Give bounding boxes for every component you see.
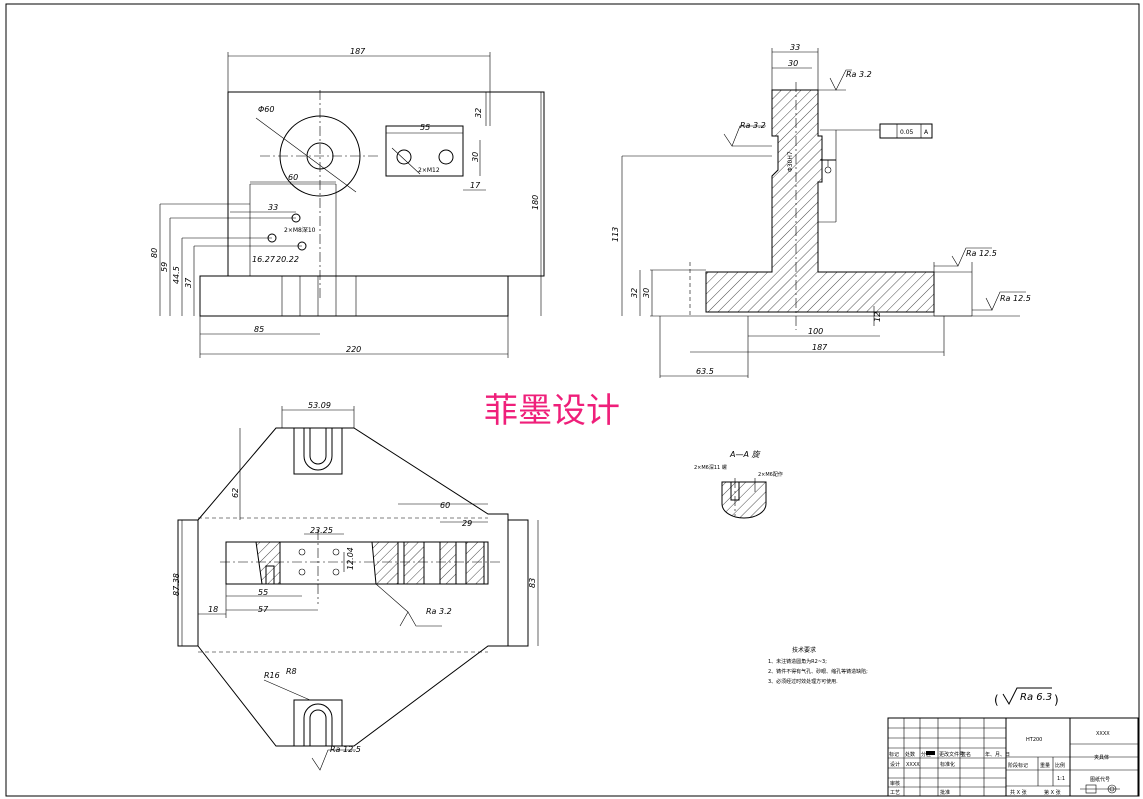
dim-side-0: 33 [790,43,800,52]
dim-plan-1: 62 [231,488,240,498]
dim-front-3: 30 [471,152,480,162]
tb-row-label-0: 标记 [889,751,899,758]
tb-approve-label: 批准 [940,789,950,796]
dim-side-1: 30 [788,59,798,68]
dim-front-6: 60 [288,173,298,182]
projection-symbol-icon [1080,784,1120,794]
sheet-border [5,3,1140,797]
section-note-1: 2×M6深11 螺 [694,464,727,471]
tech-req-title: 技术要求 [792,646,816,654]
tb-row-label-2: 分区 [921,751,931,758]
dim-plan-6: 87.38 [172,573,181,596]
roughness-plan-bottom: Ra 12.5 [330,745,361,754]
dim-plan-0: 53.09 [308,401,331,410]
dim-plan-4: 23.25 [310,526,333,535]
roughness-plan: Ra 3.2 [426,607,452,616]
dim-plan-5: 12.04 [346,547,355,570]
hole-note-front: 2×M12 [418,167,440,174]
front-view-dims: 187 32 55 30 17 180 60 33 16.27 20.22 80… [150,47,540,354]
dim-plan-11: R16 [264,671,280,680]
plan-view [177,406,539,771]
dim-side-3: 32 [630,288,639,298]
tb-sheet-total: 共 X 张 [1010,789,1027,796]
tb-row-label-5: 年、月、日 [985,751,1010,758]
plan-view-dims: 53.09 62 60 29 23.25 12.04 87.38 55 18 5… [172,401,537,754]
watermark: 菲墨设计 [484,391,620,431]
tb-row-label-4: 签名 [961,751,971,758]
dim-front-4: 17 [470,181,481,190]
svg-text:): ) [1054,693,1059,707]
roughness-side-top: Ra 3.2 [846,70,872,79]
dim-front-11: 59 [160,262,169,272]
tb-row-label-3: 更改文件号 [939,751,964,758]
dim-side-7: 63.5 [696,367,714,376]
side-view-dims: 33 30 113 32 30 100 187 63.5 12 Φ30H7 0.… [611,43,1031,376]
tb-standard-label: 标准化 [940,761,955,768]
side-view [621,48,1026,378]
dim-plan-10: 83 [528,578,537,588]
dim-front-13: 37 [184,277,193,288]
dim-front-9: 20.22 [276,255,299,264]
tech-requirements: 技术要求 1、未注铸造圆角为R2~3; 2、铸件不得有气孔、砂眼、缩孔等铸造缺陷… [768,646,868,685]
section-note-2: 2×M6配作 [758,471,783,478]
dim-front-14: 85 [254,325,264,334]
tech-req-item-1: 1、未注铸造圆角为R2~3; [768,658,827,665]
tech-req-item-3: 3、必须经过时效处理方可使用. [768,678,838,685]
dim-plan-9: 57 [258,605,269,614]
dim-side-5: 100 [808,327,823,336]
dim-front-2: 55 [420,123,430,132]
tech-req-item-2: 2、铸件不得有气孔、砂眼、缩孔等铸造缺陷; [768,668,868,675]
dim-front-7: 33 [268,203,278,212]
dim-side-6: 187 [812,343,828,352]
dim-plan-2: 60 [440,501,450,510]
diameter-side: Φ30H7 [787,151,794,172]
dim-front-15: 220 [346,345,361,354]
general-roughness-symbol: ( Ra 6.3 ) [994,687,1059,707]
section-label: A—A 旋 [729,450,761,459]
tolerance-value: 0.05 [900,129,914,136]
tb-material: HT200 [1026,737,1042,743]
tb-design-value: XXXX [906,762,920,768]
tb-sheet-no: 第 X 张 [1044,789,1061,796]
tb-design-label: 设计 [890,761,900,768]
dim-front-10: 80 [150,248,159,258]
dim-side-2: 113 [611,227,620,242]
dim-plan-12: R8 [286,667,297,676]
dim-plan-7: 55 [258,588,268,597]
dim-plan-3: 29 [462,519,472,528]
svg-text:(: ( [994,693,999,707]
dim-side-8: 12 [873,312,882,322]
roughness-general: Ra 6.3 [1020,692,1052,703]
front-view [159,52,545,358]
tb-company: XXXX [1096,731,1110,737]
tb-process-label: 工艺 [890,790,900,796]
tb-drawing-no: 图纸代号 [1090,776,1110,783]
dim-plan-8: 18 [208,605,218,614]
dim-front-0: 187 [350,47,366,56]
hole-note-left: 2×M8深10 [284,226,316,234]
roughness-side-right-lower: Ra 12.5 [1000,294,1031,303]
tb-part-name: 夹具体 [1094,754,1109,761]
dim-front-5: 180 [531,195,540,210]
title-block: 标记 处数 分区 更改文件号 签名 年、月、日 设计 XXXX 标准化 审核 工… [887,717,1139,797]
section-a-a: A—A 旋 2×M6深11 螺 2×M6配作 [694,450,783,519]
dim-front-8: 16.27 [252,255,276,264]
roughness-side-right-upper: Ra 12.5 [966,249,997,258]
tolerance-datum: A [924,129,929,136]
tb-scale-label: 比例 [1055,762,1065,769]
tb-stage-label: 阶段标记 [1008,762,1028,769]
roughness-side-left: Ra 3.2 [740,121,766,130]
tb-row-label-1: 处数 [905,751,915,758]
dim-side-4: 30 [642,288,651,298]
tolerance-frame [879,123,933,139]
dim-front-1: 32 [474,108,483,118]
diameter-front: Φ60 [258,105,274,114]
dim-front-12: 44.5 [172,266,181,284]
tb-check-label: 审核 [890,780,900,787]
tb-weight-label: 重量 [1040,762,1050,769]
tb-scale-value: 1:1 [1057,776,1065,782]
